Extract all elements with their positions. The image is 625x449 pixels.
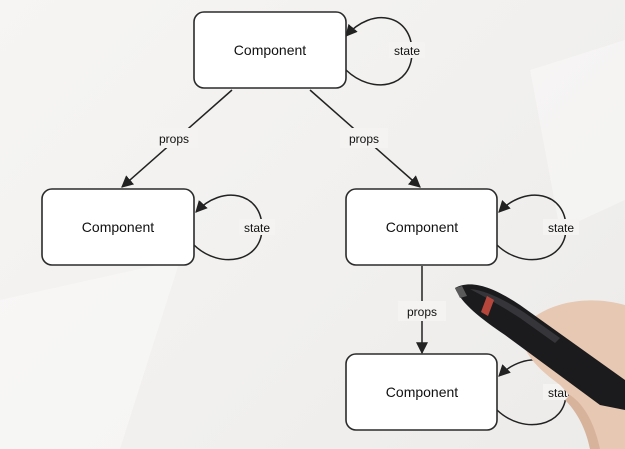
background-light-shape (0, 260, 180, 449)
node-label-right: Component (386, 219, 458, 235)
node-label-root: Component (234, 42, 306, 58)
node-label-left: Component (82, 219, 154, 235)
edge-label-root-right: props (349, 132, 379, 146)
state-label-right: state (548, 221, 574, 235)
node-root: Component (194, 12, 346, 88)
node-left: Component (42, 189, 194, 265)
node-label-bottom: Component (386, 384, 458, 400)
node-right: Component (346, 189, 497, 265)
node-bottom: Component (346, 354, 497, 430)
background-light-shape (530, 40, 625, 230)
edge-label-right-bottom: props (407, 305, 437, 319)
edge-label-root-left: props (159, 132, 189, 146)
state-label-left: state (244, 221, 270, 235)
state-label-root: state (394, 44, 420, 58)
